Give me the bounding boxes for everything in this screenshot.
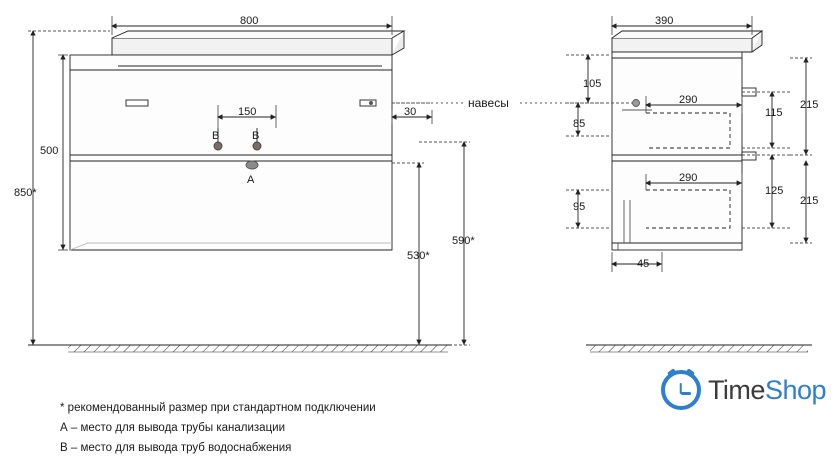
dim-side-290-lower: 290 [679,172,698,184]
marker-b-right: B [252,130,260,142]
dim-side-45: 45 [637,258,650,270]
marker-a-center: A [247,174,255,186]
dim-side-290-upper: 290 [679,94,698,106]
note-recommended-size: * рекомендованный размер при стандартном… [60,402,376,414]
dim-side-95: 95 [573,201,586,213]
timeshop-logo: TimeShop [660,368,827,410]
logo-text-time: Time [707,374,766,405]
dim-side-215-lower: 215 [800,195,819,207]
dim-front-150: 150 [238,106,257,118]
dim-front-590: 590* [452,235,475,247]
alarm-clock-icon [660,368,701,410]
dim-front-width-800: 800 [240,15,259,27]
dim-front-height-500: 500 [40,145,59,157]
label-hangers: навесы [468,96,509,110]
dim-side-115: 115 [765,107,783,119]
dim-side-105: 105 [583,78,602,90]
drawing-notes: * рекомендованный размер при стандартном… [60,398,376,458]
note-marker-a: А – место для вывода трубы канализации [60,422,286,434]
dim-front-30: 30 [404,106,417,118]
dim-side-depth-390: 390 [655,15,674,27]
logo-text-shop: Shop [764,374,827,405]
dim-front-530: 530* [407,250,430,262]
dim-side-85: 85 [573,118,586,130]
note-marker-b: В – место для вывода труб водоснабжения [60,442,292,454]
logo-wordmark: TimeShop [707,374,827,406]
marker-b-left: B [212,130,220,142]
dim-side-215-upper: 215 [800,99,819,111]
dim-side-125: 125 [765,185,784,197]
dim-front-height-850: 850* [14,187,37,199]
